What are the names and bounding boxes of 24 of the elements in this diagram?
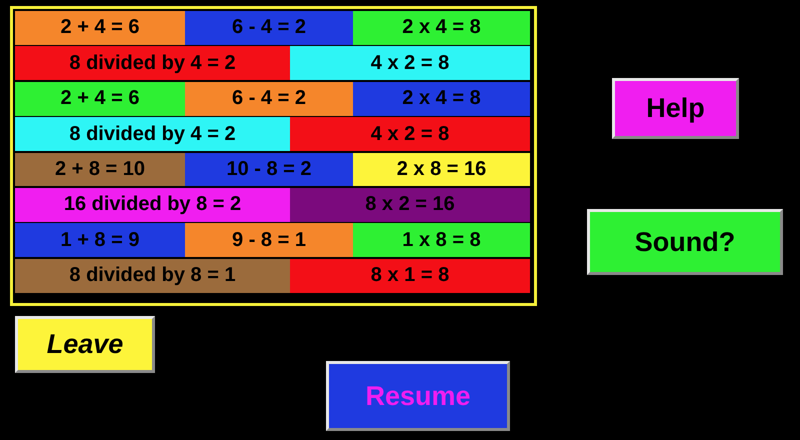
sum-cell: 16 divided by 8 = 2 <box>15 188 290 222</box>
sum-cell: 2 x 4 = 8 <box>353 82 530 116</box>
sum-cell: 8 divided by 8 = 1 <box>15 258 290 293</box>
sum-cell: 2 + 4 = 6 <box>15 11 185 45</box>
resume-button: Resume <box>326 361 510 431</box>
sum-cell: 4 x 2 = 8 <box>290 46 530 80</box>
sum-cell: 9 - 8 = 1 <box>185 223 353 258</box>
sum-cell: 1 x 8 = 8 <box>353 223 530 258</box>
sum-cell: 8 divided by 4 = 2 <box>15 46 290 80</box>
sum-cell: 1 + 8 = 9 <box>15 223 185 258</box>
sum-cell: 2 x 8 = 16 <box>353 152 530 186</box>
sum-cell: 2 + 8 = 10 <box>15 152 185 186</box>
sound-button: Sound? <box>587 209 783 275</box>
sum-cell: 6 - 4 = 2 <box>185 11 353 45</box>
sum-cell: 2 + 4 = 6 <box>15 82 185 116</box>
leave-button: Leave <box>15 316 155 373</box>
sum-cell: 8 x 2 = 16 <box>290 188 530 222</box>
sum-cell: 8 x 1 = 8 <box>290 258 530 293</box>
sum-cell: 4 x 2 = 8 <box>290 117 530 152</box>
help-button: Help <box>612 78 739 139</box>
sum-cell: 2 x 4 = 8 <box>353 11 530 45</box>
sum-cell: 8 divided by 4 = 2 <box>15 117 290 152</box>
sum-cell: 6 - 4 = 2 <box>185 82 353 116</box>
sum-cell: 10 - 8 = 2 <box>185 152 353 186</box>
